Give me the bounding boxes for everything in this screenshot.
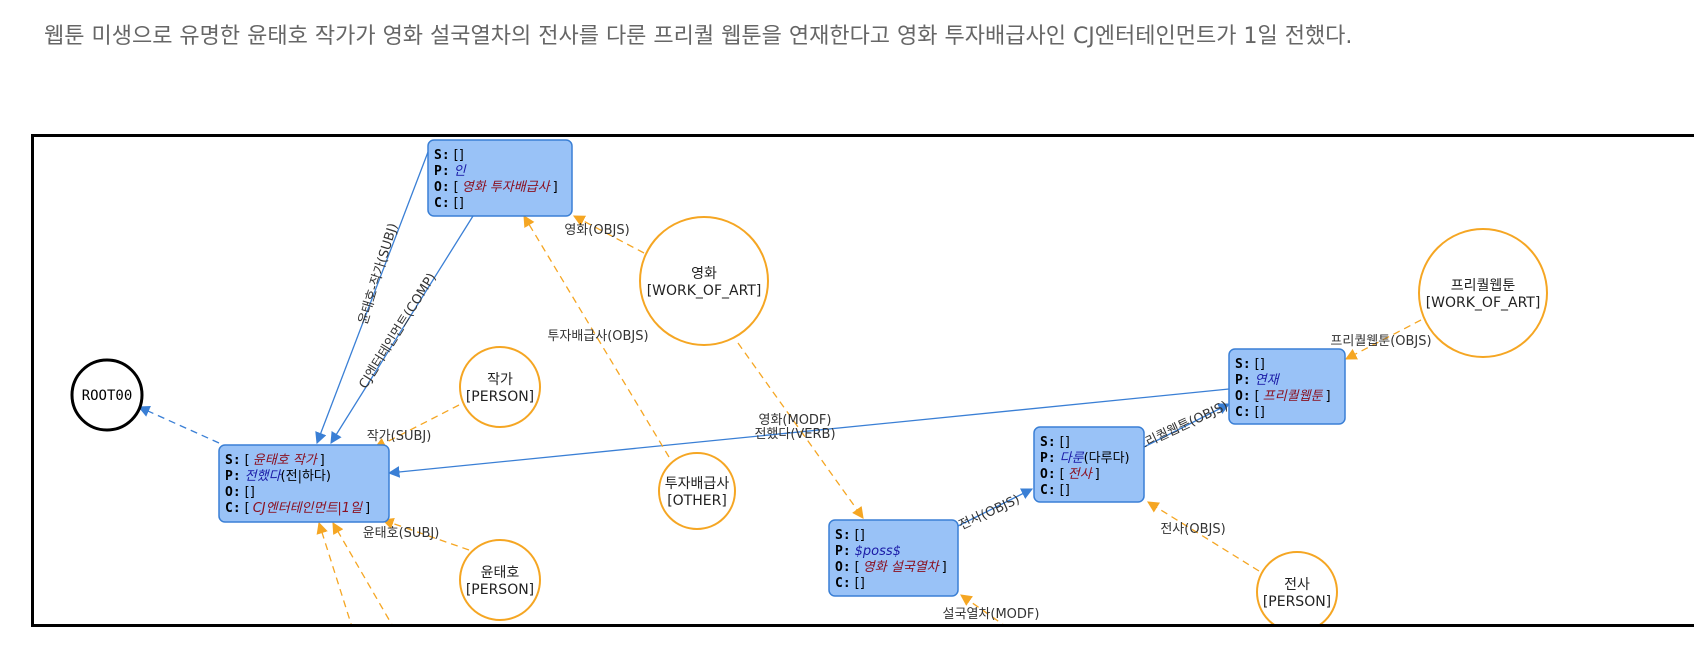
entity-investor-type: [OTHER] <box>667 493 727 509</box>
edge-subj-writer <box>373 404 460 449</box>
entity-movie[interactable]: 영화 [WORK_OF_ART] <box>639 216 769 346</box>
node-main-o: O:[] <box>225 485 255 500</box>
source-sentence: 웹툰 미생으로 유명한 윤태호 작가가 영화 설국열차의 전사를 다룬 프리퀄 … <box>44 24 1353 49</box>
node-main-p: P:전했다(전|하다) <box>225 469 331 484</box>
predicate-node-yeonjae[interactable]: S:[] P:연재 O:[프리퀄웹툰] C:[] <box>1228 348 1346 425</box>
node-poss-c: C:[] <box>835 576 865 591</box>
entity-movie-name: 영화 <box>691 266 717 282</box>
edge-extra-2 <box>332 521 393 624</box>
semantic-graph: 윤태호-작가(SUBJ) CJ엔터테인먼트(COMP) 영화(OBJS) 투자배… <box>70 139 1548 627</box>
edge-modf-snowpiercer <box>960 594 1004 624</box>
edge-main-to-root <box>137 405 220 444</box>
edge-layer <box>137 151 1422 624</box>
edge-comp-cj <box>330 215 474 444</box>
edge-verb-jeonhaetda <box>387 388 1230 478</box>
predicate-node-main[interactable]: S:[윤태호 작가] P:전했다(전|하다) O:[] C:[CJ엔터테인먼트|… <box>218 444 390 523</box>
edge-label-objs-prequel: 프리퀄웹툰(OBJS) <box>1330 334 1431 349</box>
edge-label-objs-prequel-darun: 프리퀄웹툰(OBJS) <box>1132 399 1230 455</box>
entity-yoon-name: 윤태호 <box>481 565 520 581</box>
edge-label-objs-movie: 영화(OBJS) <box>564 223 629 238</box>
edge-label-objs-jeonsa-to-darun: 전사(OBJS) <box>957 492 1023 533</box>
root-node[interactable]: ROOT00 <box>70 358 144 432</box>
predicate-node-darun[interactable]: S:[] P:다룬(다루다) O:[전사] C:[] <box>1033 426 1145 503</box>
edge-label-objs-jeonsa: 전사(OBJS) <box>1160 522 1225 537</box>
node-in-s: S:[] <box>434 148 464 163</box>
entity-jeonsa-name: 전사 <box>1284 577 1310 593</box>
node-poss-o: O:[영화 설국열차] <box>835 560 947 575</box>
edge-objs-movie <box>572 215 645 254</box>
edge-objs-prequel <box>1344 319 1422 360</box>
entity-writer-type: [PERSON] <box>466 389 534 405</box>
node-yeonjae-s: S:[] <box>1235 357 1265 372</box>
edge-label-modf-snowpiercer: 설국열차(MODF) <box>943 607 1040 622</box>
node-darun-c: C:[] <box>1040 483 1070 498</box>
edge-subj-yoon <box>381 517 470 551</box>
edge-label-verb-jeonhaetda: 전했다(VERB) <box>754 426 835 442</box>
entity-prequel[interactable]: 프리퀄웹툰 [WORK_OF_ART] <box>1418 228 1548 358</box>
node-poss-s: S:[] <box>835 528 865 543</box>
node-darun-o: O:[전사] <box>1040 467 1100 482</box>
edge-objs-investor <box>523 214 670 458</box>
edge-label-modf-movie: 영화(MODF) <box>758 413 831 428</box>
node-in-c: C:[] <box>434 196 464 211</box>
graph-canvas[interactable]: 윤태호-작가(SUBJ) CJ엔터테인먼트(COMP) 영화(OBJS) 투자배… <box>31 134 1694 627</box>
entity-jeonsa-type: [PERSON] <box>1263 594 1331 610</box>
edge-extra-1 <box>316 521 352 624</box>
entity-writer[interactable]: 작가 [PERSON] <box>459 346 541 428</box>
entity-investor[interactable]: 투자배급사 [OTHER] <box>658 452 736 530</box>
predicate-node-poss[interactable]: S:[] P:$poss$ O:[영화 설국열차] C:[] <box>828 519 959 597</box>
edge-label-subj-yoon-writer: 윤태호-작가(SUBJ) <box>356 222 401 327</box>
entity-writer-name: 작가 <box>487 372 513 388</box>
entity-movie-type: [WORK_OF_ART] <box>647 283 762 299</box>
root-label: ROOT00 <box>82 388 133 404</box>
node-darun-p: P:다룬(다루다) <box>1040 451 1130 466</box>
entity-yoon[interactable]: 윤태호 [PERSON] <box>459 539 541 621</box>
node-darun-s: S:[] <box>1040 435 1070 450</box>
entity-investor-name: 투자배급사 <box>665 476 730 492</box>
edge-objs-jeonsa <box>1147 501 1260 572</box>
entity-jeonsa[interactable]: 전사 [PERSON] <box>1256 551 1338 627</box>
entity-prequel-name: 프리퀄웹툰 <box>1451 278 1516 294</box>
predicate-node-in[interactable]: S:[] P:인 O:[영화 투자배급사] C:[] <box>427 139 573 217</box>
node-yeonjae-o: O:[프리퀄웹툰] <box>1235 389 1331 404</box>
node-in-o: O:[영화 투자배급사] <box>434 180 558 195</box>
node-poss-p: P:$poss$ <box>835 544 901 559</box>
edge-label-subj-yoon: 윤태호(SUBJ) <box>363 526 440 541</box>
node-yeonjae-c: C:[] <box>1235 405 1265 420</box>
node-main-c: C:[CJ엔터테인먼트|1일] <box>225 501 370 516</box>
edge-darun-to-yeonjae <box>1141 403 1231 449</box>
entity-prequel-type: [WORK_OF_ART] <box>1426 295 1541 311</box>
entity-yoon-type: [PERSON] <box>466 582 534 598</box>
node-yeonjae-p: P:연재 <box>1235 373 1281 388</box>
edge-label-objs-investor: 투자배급사(OBJS) <box>547 329 648 344</box>
edge-label-subj-writer: 작가(SUBJ) <box>367 429 432 444</box>
edge-subj-yoon-writer <box>315 151 429 445</box>
node-in-p: P:인 <box>434 164 467 179</box>
node-main-s: S:[윤태호 작가] <box>225 453 325 468</box>
edge-poss-to-darun <box>957 488 1034 527</box>
